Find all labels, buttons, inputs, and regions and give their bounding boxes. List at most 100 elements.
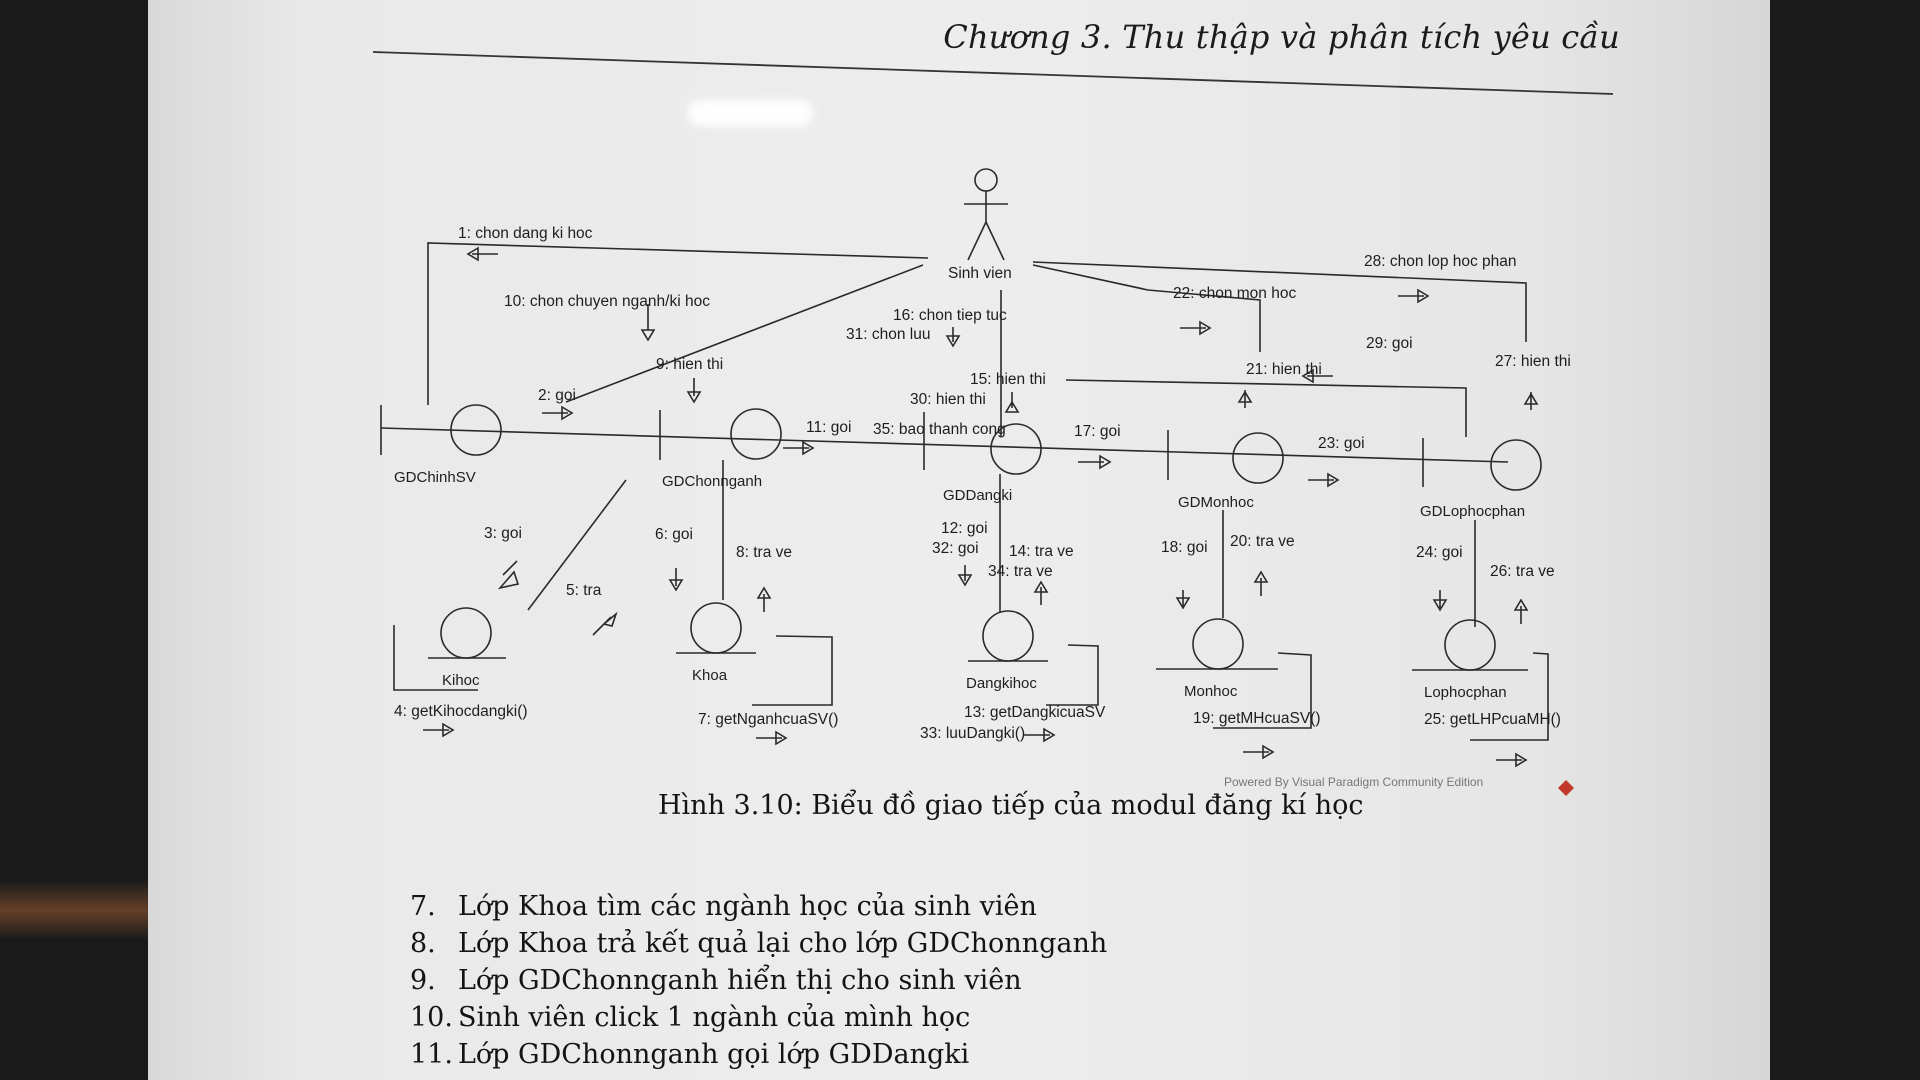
msg-13: 13: getDangkicuaSV: [964, 704, 1106, 721]
msg-1: 1: chon dang ki hoc: [458, 225, 593, 242]
glare: [688, 100, 813, 126]
msg-17: 17: goi: [1074, 423, 1121, 440]
arrow-m5: [592, 611, 618, 636]
label-khoa: Khoa: [692, 667, 728, 684]
figure-caption: Hình 3.10: Biểu đồ giao tiếp của modul đ…: [658, 790, 1364, 821]
gdmonhoc-circle: [1232, 432, 1284, 484]
arrow-m22: [1180, 320, 1212, 336]
msg-32: 32: goi: [932, 540, 979, 557]
arrow-m27: [1523, 392, 1539, 410]
arrow-m23: [1308, 472, 1340, 488]
document-page: Chương 3. Thu thập và phân tích yêu cầu …: [148, 0, 1770, 1080]
list-item: 9.Lớp GDChonnganh hiển thị cho sinh viên: [410, 965, 1022, 996]
message-arrows: [423, 246, 1539, 768]
arrow-m17: [1078, 454, 1112, 470]
msg-3: 3: goi: [484, 525, 522, 542]
visual-paradigm-logo-icon: [1558, 780, 1574, 796]
msg-5: 5: tra: [566, 582, 602, 599]
msg-7: 7: getNganhcuaSV(): [698, 711, 838, 728]
arrow-m2: [542, 405, 574, 421]
msg-9: 9: hien thi: [656, 356, 723, 373]
msg-28: 28: chon lop hoc phan: [1364, 253, 1517, 270]
msg-8: 8: tra ve: [736, 544, 792, 561]
header-rule: [373, 51, 1613, 95]
arrow-m29: [1301, 368, 1333, 384]
dangkihoc-entity: [968, 610, 1099, 706]
msg-12: 12: goi: [941, 520, 988, 537]
arrow-m24: [1432, 590, 1448, 612]
msg-33: 33: luuDangki(): [920, 725, 1025, 742]
link-actor-gdchinhsv: [427, 242, 929, 405]
msg-2: 2: goi: [538, 387, 576, 404]
msg-34: 34: tra ve: [988, 563, 1053, 580]
arrow-m28: [1398, 288, 1430, 304]
gdchinhsv-circle: [450, 404, 502, 456]
actor-icon: [964, 168, 1008, 261]
gddangki-circle: [990, 423, 1042, 475]
msg-11: 11: goi: [806, 419, 851, 436]
msg-14: 14: tra ve: [1009, 543, 1074, 560]
watermark: Powered By Visual Paradigm Community Edi…: [1224, 775, 1483, 789]
label-gdchonnganh: GDChonnganh: [662, 473, 762, 490]
arrow-m21: [1237, 390, 1253, 408]
arrow-m18: [1175, 590, 1191, 610]
communication-diagram: Sinh vien: [380, 168, 1574, 796]
link-gdchinhsv-kihoc: [527, 479, 627, 611]
arrow-m16: [945, 327, 961, 348]
msg-23: 23: goi: [1318, 435, 1365, 452]
arrow-m11: [783, 440, 815, 456]
arrow-m33: [1024, 727, 1056, 743]
arrow-m32: [957, 565, 973, 587]
list-item: 7.Lớp Khoa tìm các ngành học của sinh vi…: [410, 891, 1037, 922]
arrow-m14: [1033, 580, 1049, 605]
lophocphan-entity: [1412, 619, 1549, 741]
label-lophocphan: Lophocphan: [1424, 684, 1507, 701]
arrow-m30: [1004, 392, 1020, 413]
arrow-m8: [756, 586, 772, 612]
list-item: 8.Lớp Khoa trả kết quả lại cho lớp GDCho…: [410, 928, 1108, 959]
list-item: 11.Lớp GDChonnganh gọi lớp GDDangki: [410, 1039, 970, 1070]
msg-25: 25: getLHPcuaMH(): [1424, 711, 1561, 728]
link-actor-gdmonhoc: [1032, 264, 1261, 352]
msg-20: 20: tra ve: [1230, 533, 1295, 550]
label-gdchinhsv: GDChinhSV: [394, 469, 476, 486]
link-boundaries: [380, 427, 1509, 463]
msg-29: 29: goi: [1366, 335, 1413, 352]
arrow-m3: [497, 560, 520, 590]
msg-31: 31: chon luu: [846, 326, 930, 343]
label-kihoc: Kihoc: [442, 672, 480, 689]
desk-shadow: [0, 880, 148, 940]
actor-label: Sinh vien: [948, 265, 1012, 282]
kihoc-entity: [393, 607, 506, 691]
link-actor-gdlophocphan: [1032, 261, 1527, 342]
msg-30: 30: hien thi: [910, 391, 986, 408]
arrow-m6: [668, 568, 684, 592]
arrow-m7: [756, 730, 788, 746]
arrow-m1: [466, 246, 498, 262]
msg-4: 4: getKihocdangki(): [394, 703, 528, 720]
khoa-entity: [676, 602, 833, 706]
link-actor-gdlophocphan-2: [1065, 379, 1467, 437]
link-actor-gdchonnganh: [565, 264, 924, 403]
label-dangkihoc: Dangkihoc: [966, 675, 1037, 692]
list-item: 10.Sinh viên click 1 ngành của mình học: [410, 1002, 971, 1033]
steps-list: 7.Lớp Khoa tìm các ngành học của sinh vi…: [410, 888, 1107, 1073]
label-monhoc: Monhoc: [1184, 683, 1238, 700]
arrow-m19: [1243, 744, 1275, 760]
chapter-title: Chương 3. Thu thập và phân tích yêu cầu: [943, 18, 1620, 56]
arrow-m25: [1496, 752, 1528, 768]
label-gdmonhoc: GDMonhoc: [1178, 494, 1254, 511]
msg-15: 15: hien thi: [970, 371, 1046, 388]
arrow-m4: [423, 722, 455, 738]
msg-21: 21: hien thi: [1246, 361, 1322, 378]
monhoc-entity: [1156, 618, 1312, 729]
msg-27: 27: hien thi: [1495, 353, 1571, 370]
msg-26: 26: tra ve: [1490, 563, 1555, 580]
arrow-m26: [1513, 598, 1529, 624]
msg-35: 35: bao thanh cong: [873, 421, 1006, 438]
label-gddangki: GDDangki: [943, 487, 1012, 504]
gdlophocphan-circle: [1490, 439, 1542, 491]
msg-19: 19: getMHcuaSV(): [1193, 710, 1321, 727]
msg-10: 10: chon chuyen nganh/ki hoc: [504, 293, 710, 310]
msg-18: 18: goi: [1161, 539, 1208, 556]
